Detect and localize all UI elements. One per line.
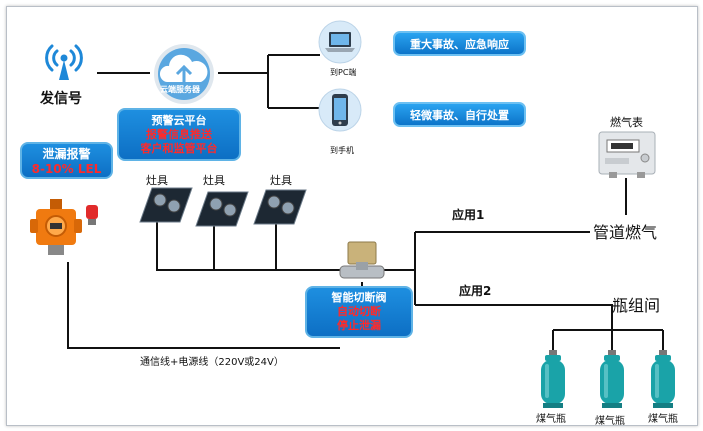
smartphone-icon (318, 88, 362, 132)
cloud-logo-text: 云端服务器 (160, 85, 200, 94)
stove-icon (139, 187, 193, 223)
gas-cylinder-icon (600, 350, 624, 408)
diagram-frame (6, 6, 698, 426)
cylinder-label-2: 煤气瓶 (595, 416, 625, 427)
major-incident-tag: 重大事故、应急响应 (393, 31, 526, 56)
pc-label: 到PC端 (330, 68, 357, 77)
application-1-label: 应用1 (452, 208, 485, 222)
laptop-icon (318, 20, 362, 64)
stove-icon (195, 191, 249, 227)
valve-line2: 自动切断 (337, 305, 381, 318)
cylinder-room-label: 瓶组间 (612, 296, 661, 315)
wire-cylinder-bus (552, 329, 664, 352)
pipeline-gas-label: 管道燃气 (593, 223, 658, 242)
wire-cloud-branch (218, 54, 320, 109)
stove-label-3: 灶具 (270, 174, 292, 187)
minor-incident-tag: 轻微事故、自行处置 (393, 102, 526, 127)
valve-title: 智能切断阀 (331, 291, 387, 304)
antenna-icon (45, 44, 83, 80)
wire-detector-down (67, 262, 340, 349)
cylinder-label-1: 煤气瓶 (536, 414, 566, 425)
wire-app2 (415, 304, 613, 330)
cylinder-label-3: 煤气瓶 (648, 414, 678, 425)
stove-label-1: 灶具 (146, 174, 168, 187)
cloud-platform-line3: 客户和监管平台 (140, 142, 218, 155)
application-2-label: 应用2 (459, 284, 492, 298)
phone-label: 到手机 (330, 146, 354, 155)
leak-alarm-title: 泄漏报警 (42, 147, 91, 161)
gas-meter-icon (598, 131, 656, 178)
wire-app1 (414, 231, 590, 305)
cloud-upload-icon (154, 44, 214, 104)
gas-cylinder-icon (651, 350, 675, 408)
transmitter-label: 发信号 (40, 91, 82, 107)
cloud-platform-box: 预警云平台 报警信息推送 客户和监管平台 (117, 108, 241, 161)
shutoff-valve-icon (339, 241, 385, 279)
gas-meter-label: 燃气表 (610, 116, 643, 129)
gas-cylinder-icon (541, 350, 565, 408)
cloud-platform-title: 预警云平台 (151, 114, 207, 127)
cloud-platform-line2: 报警信息推送 (146, 128, 212, 141)
stove-label-2: 灶具 (203, 174, 225, 187)
smart-valve-box: 智能切断阀 自动切断 停止泄漏 (305, 286, 413, 338)
wiring-label: 通信线+电源线（220V或24V） (140, 357, 284, 368)
wire-stoves-bus (156, 221, 345, 271)
leak-alarm-box: 泄漏报警 8-10% LEL (20, 142, 113, 179)
leak-alarm-range: 8-10% LEL (31, 162, 102, 176)
stove-icon (253, 189, 307, 225)
gas-detector-icon (30, 199, 98, 255)
valve-line3: 停止泄漏 (337, 319, 381, 332)
